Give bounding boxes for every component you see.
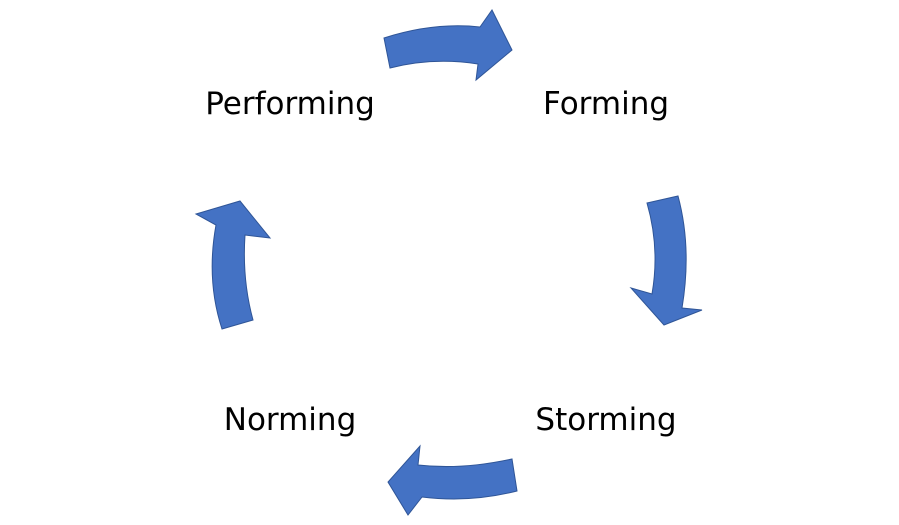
- arrow-forming-to-storming: [629, 195, 703, 326]
- arrow-storming-to-norming: [387, 444, 518, 516]
- arrow-norming-to-performing: [194, 200, 272, 330]
- arrow-performing-to-forming: [383, 9, 513, 82]
- stage-label-norming: Norming: [224, 402, 357, 438]
- stage-label-storming: Storming: [535, 402, 676, 438]
- stage-label-performing: Performing: [205, 86, 375, 122]
- stage-label-forming: Forming: [543, 86, 669, 122]
